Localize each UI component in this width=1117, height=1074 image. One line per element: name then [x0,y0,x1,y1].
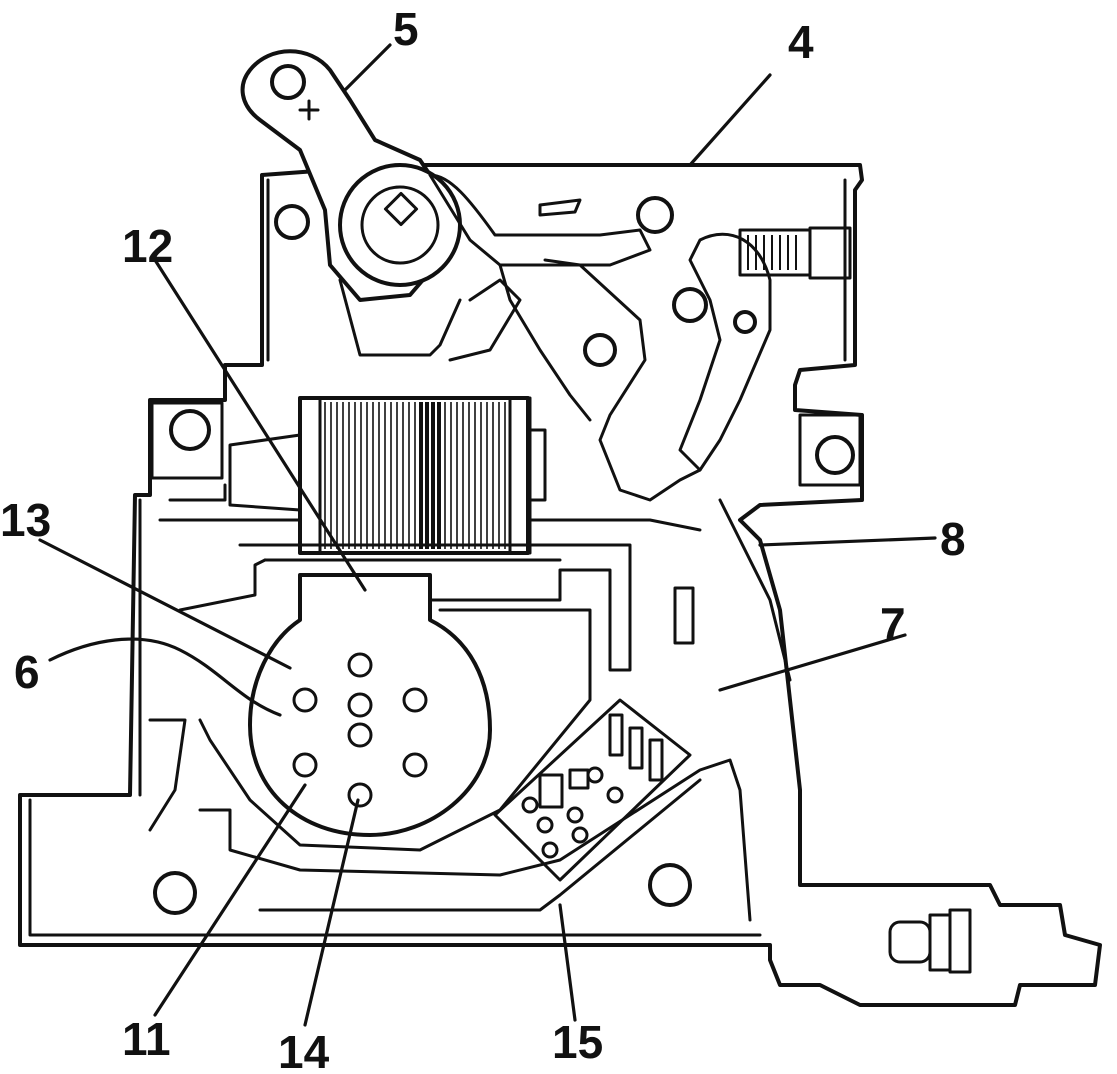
solenoid-coil [158,396,702,555]
handle-pivot-hole [270,64,306,100]
leader-6 [48,637,282,717]
leader-13 [38,538,292,670]
leader-8 [758,536,937,547]
mounting-holes [150,204,862,915]
ref-numeral-15: 15 [552,1016,603,1068]
leader-5 [343,43,392,92]
leader-lines [38,43,937,1027]
ref-numeral-13: 13 [0,494,51,546]
ref-numeral-4: 4 [788,16,814,68]
leader-7 [718,633,907,692]
leader-15 [558,903,577,1022]
terminal-screw [718,498,972,974]
toggle-handle [240,49,462,357]
ref-numeral-11: 11 [122,1013,171,1065]
handle-cross-mark [298,99,320,121]
leader-12 [153,258,367,592]
cylindrical-body [248,573,492,837]
reference-numerals: 4 5 6 7 8 11 12 13 14 15 [0,3,966,1074]
ref-numeral-5: 5 [393,3,419,55]
housing [18,148,1102,1007]
armature-frame [148,543,752,922]
ref-numeral-6: 6 [14,646,40,698]
ref-numeral-12: 12 [122,220,173,272]
leader-11 [153,783,307,1017]
contact-block [493,698,692,882]
ref-numeral-8: 8 [940,513,966,565]
leader-4 [688,73,772,167]
leader-14 [303,798,360,1027]
latch-bar [428,173,852,502]
ref-numeral-7: 7 [880,598,906,650]
ref-numeral-14: 14 [278,1026,330,1074]
